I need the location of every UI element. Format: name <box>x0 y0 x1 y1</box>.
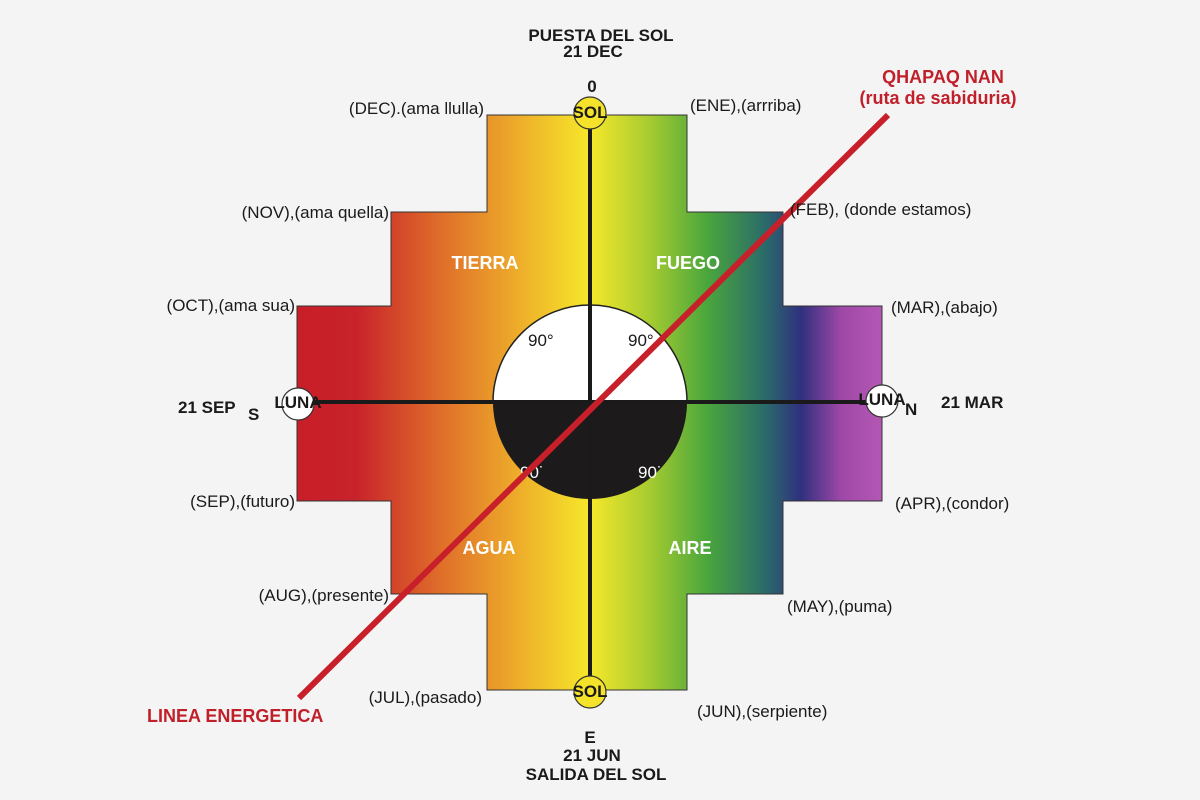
top-date: 21 DEC <box>563 42 623 61</box>
bottom-title: SALIDA DEL SOL <box>526 765 667 784</box>
luna-marker-right: LUNA <box>858 384 906 418</box>
bottom-date: 21 JUN <box>563 746 621 765</box>
month-aug: (AUG),(presente) <box>259 586 389 605</box>
bottom-letter: E <box>584 728 595 747</box>
sol-marker-top: SOL <box>573 96 608 130</box>
month-jul: (JUL),(pasado) <box>369 688 482 707</box>
element-agua: AGUA <box>463 538 516 558</box>
right-date: 21 MAR <box>941 393 1003 412</box>
linea-energetica-label: LINEA ENERGETICA <box>147 706 323 726</box>
svg-text:LUNA: LUNA <box>858 390 905 409</box>
right-letter: N <box>905 400 917 419</box>
svg-text:SOL: SOL <box>573 682 608 701</box>
svg-text:LUNA: LUNA <box>274 393 321 412</box>
top-title: PUESTA DEL SOL <box>528 26 673 45</box>
month-apr: (APR),(condor) <box>895 494 1009 513</box>
svg-text:SOL: SOL <box>573 103 608 122</box>
sol-marker-bottom: SOL <box>573 675 608 709</box>
angle-label: 90° <box>528 331 554 350</box>
month-dec: (DEC).(ama llulla) <box>349 99 484 118</box>
angle-label: 90° <box>628 331 654 350</box>
element-fuego: FUEGO <box>656 253 720 273</box>
left-letter: S <box>248 405 259 424</box>
energy-line <box>296 112 891 701</box>
month-mar: (MAR),(abajo) <box>891 298 998 317</box>
luna-marker-left: LUNA <box>274 387 322 421</box>
month-may: (MAY),(puma) <box>787 597 892 616</box>
left-date: 21 SEP <box>178 398 236 417</box>
qhapaq-subtitle: (ruta de sabiduria) <box>859 88 1016 108</box>
month-nov: (NOV),(ama quella) <box>242 203 389 222</box>
top-letter: 0 <box>587 77 596 96</box>
month-ene: (ENE),(arrriba) <box>690 96 801 115</box>
month-sep: (SEP),(futuro) <box>190 492 295 511</box>
angle-label: 90˙ <box>638 463 663 482</box>
month-jun: (JUN),(serpiente) <box>697 702 827 721</box>
month-feb: (FEB), (donde estamos) <box>790 200 971 219</box>
element-tierra: TIERRA <box>452 253 519 273</box>
element-aire: AIRE <box>668 538 711 558</box>
qhapaq-title: QHAPAQ NAN <box>882 67 1004 87</box>
month-oct: (OCT),(ama sua) <box>167 296 295 315</box>
